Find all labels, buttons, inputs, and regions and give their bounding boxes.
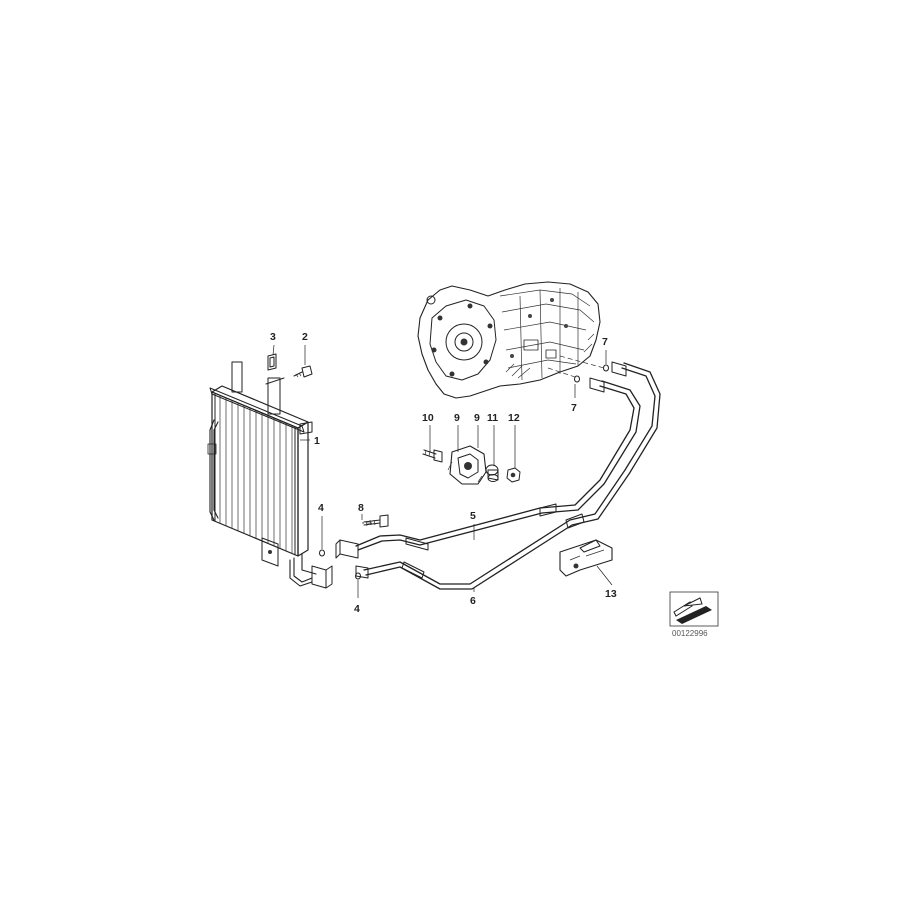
arrow-icon: [673, 597, 712, 624]
bolt-part-10: [422, 449, 443, 463]
callout-11: 11: [487, 412, 498, 424]
seals: [319, 364, 609, 580]
callout-5: 5: [470, 510, 476, 522]
clip-part: [267, 353, 277, 371]
transmission: [417, 281, 601, 399]
oil-lines: [335, 361, 661, 590]
callout-9a: 9: [454, 412, 460, 424]
callout-9b: 9: [474, 412, 480, 424]
callout-3: 3: [270, 331, 276, 343]
bracket-part-13: [559, 539, 613, 577]
bolt-part-8: [363, 514, 389, 528]
reference-icon-box: 00122996: [669, 591, 719, 638]
callout-12: 12: [508, 412, 520, 424]
bushing-part-11: [485, 464, 499, 482]
nut-part-12: [506, 467, 521, 483]
screw-part: [293, 365, 313, 378]
callout-7b: 7: [571, 402, 577, 414]
reference-number: 00122996: [672, 629, 708, 638]
callout-10: 10: [422, 412, 434, 424]
callout-6: 6: [470, 595, 476, 607]
callout-7a: 7: [602, 336, 608, 348]
alignment-lines: [362, 355, 605, 524]
callout-4a: 4: [318, 502, 324, 514]
callout-13: 13: [605, 588, 617, 600]
oil-cooler: [207, 361, 333, 589]
callout-2: 2: [302, 331, 308, 343]
mount-bracket-part-9: [447, 445, 487, 485]
callout-8: 8: [358, 502, 364, 514]
callout-1: 1: [314, 435, 320, 447]
callout-labels: 1 2 3 4 4 5 6 7 7 8 9 9 10 11 12 13: [270, 331, 617, 615]
leader-lines: [272, 344, 613, 598]
callout-4b: 4: [354, 603, 360, 615]
